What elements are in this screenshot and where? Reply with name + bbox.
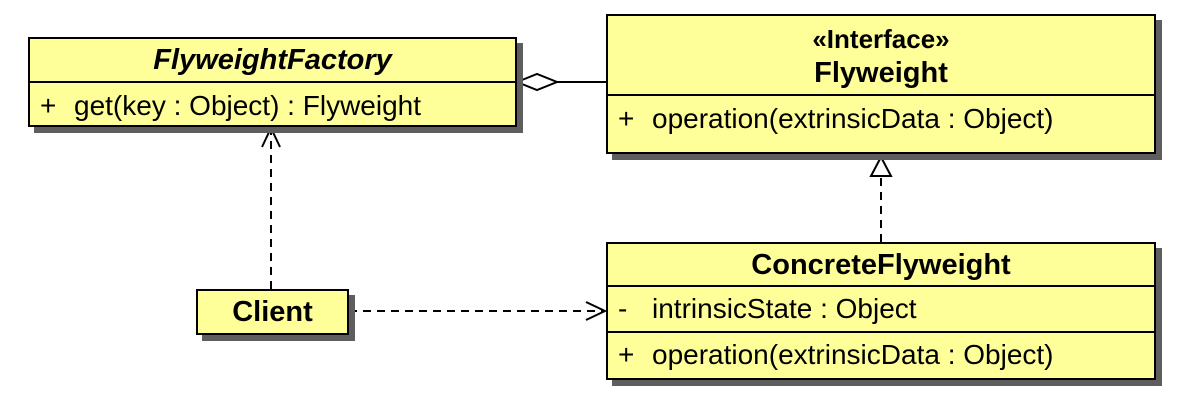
- operation-signature: operation(extrinsicData : Object): [652, 103, 1054, 134]
- operations-compartment: + operation(extrinsicData : Object): [608, 94, 1154, 142]
- visibility-marker: +: [618, 103, 635, 134]
- operation-row: + operation(extrinsicData : Object): [618, 101, 1142, 137]
- stereotype-label: «Interface»: [812, 24, 950, 54]
- attribute-signature: intrinsicState : Object: [652, 293, 917, 324]
- class-name: ConcreteFlyweight: [751, 249, 1011, 281]
- attributes-compartment: - intrinsicState : Object: [608, 285, 1154, 331]
- class-header: «Interface» Flyweight: [608, 16, 1154, 94]
- operation-signature: get(key : Object) : Flyweight: [74, 90, 422, 121]
- operations-compartment: + operation(extrinsicData : Object): [608, 331, 1154, 377]
- aggregation-diamond: [514, 72, 560, 92]
- visibility-marker: -: [618, 293, 628, 324]
- operations-compartment: + get(key : Object) : Flyweight: [30, 81, 515, 129]
- client-factory-dependency: [261, 125, 281, 289]
- class-concrete-flyweight: ConcreteFlyweight - intrinsicState : Obj…: [606, 242, 1156, 380]
- operation-row: + get(key : Object) : Flyweight: [40, 88, 503, 124]
- client-concrete-arrowhead: [585, 301, 608, 321]
- class-name: Flyweight: [814, 57, 948, 89]
- visibility-marker: +: [40, 90, 57, 121]
- aggregation-connector: [514, 72, 606, 92]
- class-name: Client: [232, 296, 313, 328]
- client-factory-arrowhead: [261, 125, 281, 148]
- operation-signature: operation(extrinsicData : Object): [652, 339, 1054, 370]
- class-name: FlyweightFactory: [153, 44, 392, 76]
- interface-flyweight: «Interface» Flyweight + operation(extrin…: [606, 14, 1156, 154]
- attribute-row: - intrinsicState : Object: [618, 291, 1142, 327]
- realization-arrowhead: [869, 154, 893, 177]
- class-flyweight-factory: FlyweightFactory + get(key : Object) : F…: [28, 37, 517, 127]
- visibility-marker: +: [618, 339, 635, 370]
- operation-row: + operation(extrinsicData : Object): [618, 337, 1142, 373]
- client-concrete-dependency: [349, 301, 608, 321]
- class-client: Client: [196, 289, 349, 335]
- realization-connector: [869, 154, 893, 242]
